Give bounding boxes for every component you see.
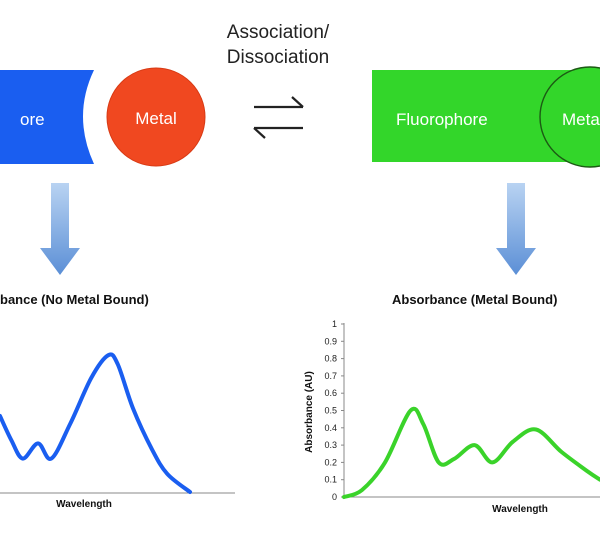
y-tick-label: 0	[332, 492, 337, 502]
metal-label-unbound: Metal	[135, 109, 177, 128]
y-tick-label: 0.3	[324, 440, 337, 450]
plot-title-unbound: bance (No Metal Bound)	[0, 292, 149, 307]
y-tick-label: 0.5	[324, 406, 337, 416]
fluorophore-label-unbound: ore	[20, 110, 45, 129]
equilibrium-arrows-icon	[253, 96, 304, 139]
down-arrow-right-icon	[496, 183, 536, 275]
absorbance-curve-bound	[342, 406, 600, 499]
y-tick-label: 0.4	[324, 423, 337, 433]
xlabel-unbound: Wavelength	[56, 499, 112, 510]
absorbance-curve-unbound	[0, 352, 192, 494]
title-line-2: Dissociation	[227, 47, 329, 68]
ylabel-bound: Absorbance (AU)	[304, 371, 315, 453]
xlabel-bound: Wavelength	[492, 504, 548, 515]
y-tick-label: 0.6	[324, 388, 337, 398]
fluorophore-label-bound: Fluorophore	[396, 110, 488, 129]
metal-label-bound: Meta	[562, 110, 600, 129]
y-tick-label: 0.1	[324, 475, 337, 485]
y-tick-label: 0.2	[324, 457, 337, 467]
metal-circle-unbound	[106, 67, 206, 167]
fluorophore-box-unbound	[0, 70, 94, 164]
y-tick-label: 0.8	[324, 354, 337, 364]
title-line-1: Association/	[227, 22, 330, 43]
y-ticks-bound: 0 0.1 0.2 0.3 0.4 0.5 0.6 0.7 0.8 0.9 1	[324, 319, 344, 502]
y-tick-label: 0.9	[324, 336, 337, 346]
y-tick-label: 0.7	[324, 371, 337, 381]
down-arrow-left-icon	[40, 183, 80, 275]
metal-circle-bound	[539, 66, 600, 168]
plot-title-bound: Absorbance (Metal Bound)	[392, 292, 557, 307]
y-tick-label: 1	[332, 319, 337, 329]
